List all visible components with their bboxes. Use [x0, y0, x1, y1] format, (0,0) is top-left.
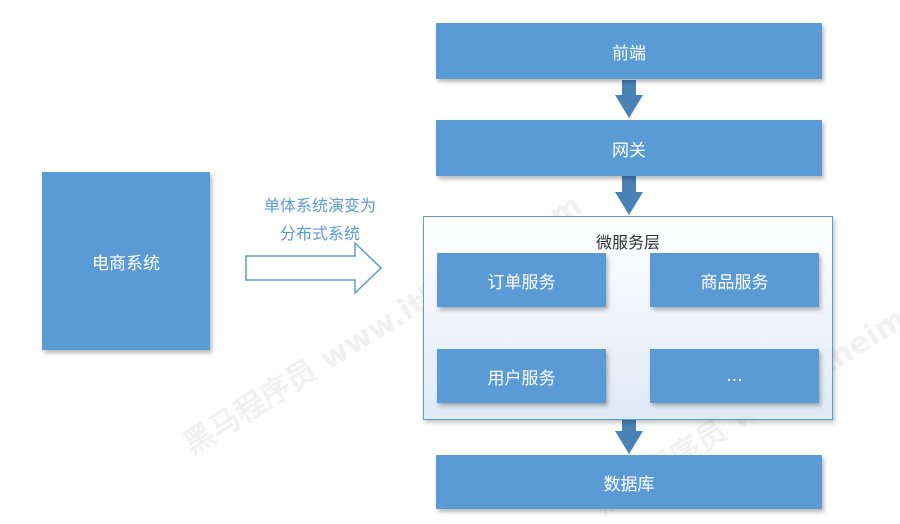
arrow-frontend-to-gateway [615, 80, 643, 118]
microservice-layer-title: 微服务层 [595, 233, 660, 252]
gateway-box: 网关 [436, 120, 822, 176]
user-service-label: 用户服务 [487, 368, 556, 389]
database-label: 数据库 [603, 474, 655, 495]
gateway-label: 网关 [612, 140, 646, 161]
frontend-label: 前端 [612, 43, 646, 64]
product-service-label: 商品服务 [700, 272, 769, 293]
arrow-gateway-to-microservices [615, 176, 643, 215]
order-service-label: 订单服务 [487, 272, 556, 293]
transition-caption-line-1: 单体系统演变为 [263, 196, 376, 215]
product-service-box: 商品服务 [650, 253, 819, 307]
transition-caption-line-2: 分布式系统 [279, 224, 360, 243]
transition-arrow [245, 241, 383, 295]
more-services-label: ... [726, 366, 743, 386]
transition-caption: 单体系统演变为 分布式系统 [240, 192, 400, 248]
user-service-box: 用户服务 [437, 349, 606, 403]
monolith-ecommerce-box: 电商系统 [42, 172, 210, 350]
database-box: 数据库 [436, 455, 822, 509]
order-service-box: 订单服务 [437, 253, 606, 307]
monolith-label: 电商系统 [92, 253, 160, 274]
arrow-microservices-to-database [615, 420, 643, 454]
frontend-box: 前端 [436, 23, 822, 79]
more-services-box: ... [650, 349, 819, 403]
